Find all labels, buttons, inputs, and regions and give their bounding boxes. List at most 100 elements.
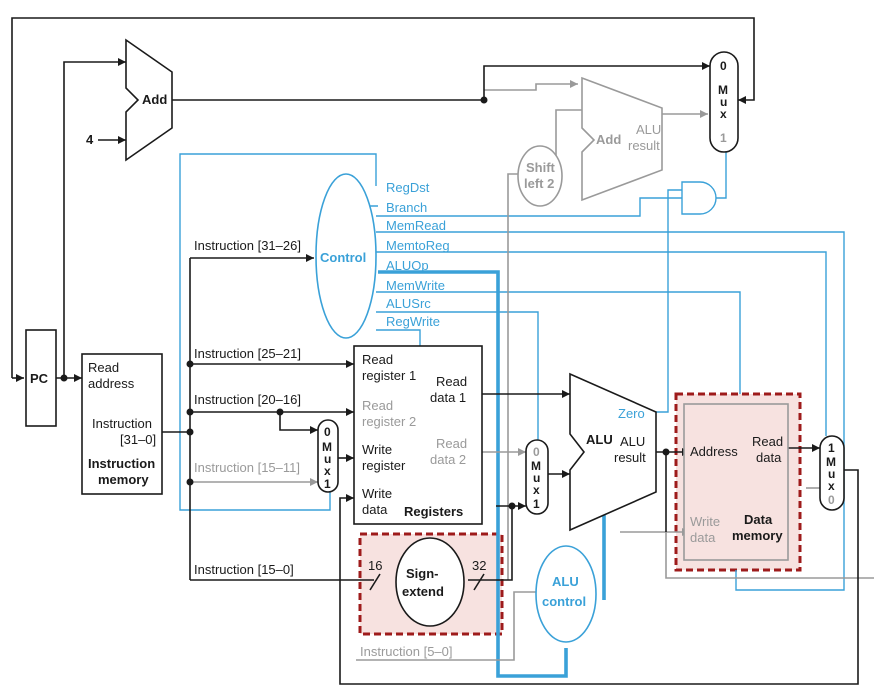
alu-mux-m: M <box>531 459 541 473</box>
dm-write-data-2: data <box>690 530 716 545</box>
branch-adder-alu: ALU <box>636 122 661 137</box>
memtoreg-mux <box>819 435 845 511</box>
reg-read-data2-2: data 2 <box>430 452 466 467</box>
pc-source-mux <box>709 51 739 153</box>
alu-zero: Zero <box>618 406 645 421</box>
branch-adder-label: Add <box>596 132 621 147</box>
branch-adder <box>581 76 663 202</box>
signal-branch: Branch <box>386 200 427 215</box>
field-5-0: Instruction [5–0] <box>360 644 453 659</box>
reg-read-data1-1: Read <box>436 374 467 389</box>
control-signal-labels: RegDst Branch MemRead MemtoReg ALUOp Mem… <box>386 180 450 329</box>
control-wires <box>179 152 845 678</box>
im-read-address-1: Read <box>88 360 119 375</box>
alu-control <box>535 545 597 643</box>
shift-left-2 <box>517 145 563 207</box>
sign-extend <box>395 537 465 627</box>
constant-four: 4 <box>86 132 94 147</box>
wb-mux-m: M <box>826 455 836 469</box>
reg-read-data1-2: data 1 <box>430 390 466 405</box>
bus-slash-in <box>369 573 381 591</box>
regdst-mux-m: M <box>322 440 332 454</box>
reg-read-reg1-1: Read <box>362 352 393 367</box>
regdst-mux-1: 1 <box>324 477 331 491</box>
field-15-11: Instruction [15–11] <box>194 460 300 475</box>
signal-memtoreg: MemtoReg <box>386 238 450 253</box>
wb-mux-x: x <box>828 479 835 493</box>
alu-mux-x: x <box>533 483 540 497</box>
shift-left-2-label: left 2 <box>524 176 554 191</box>
regdst-mux-u: u <box>324 452 331 466</box>
reg-write-reg-1: Write <box>362 442 392 457</box>
data-memory <box>683 403 789 561</box>
reg-read-reg2-2: register 2 <box>362 414 416 429</box>
dm-write-data-1: Write <box>690 514 720 529</box>
pc-mux-m: M <box>718 83 728 97</box>
im-read-address-2: address <box>88 376 135 391</box>
dm-address: Address <box>690 444 738 459</box>
alu-control-1: ALU <box>552 574 579 589</box>
dm-title-2: memory <box>732 528 783 543</box>
register-file <box>353 345 483 525</box>
alu-mux-u: u <box>533 471 540 485</box>
wb-mux-u: u <box>828 467 835 481</box>
signal-regwrite: RegWrite <box>386 314 440 329</box>
pc-adder-label: Add <box>142 92 167 107</box>
reg-write-data-2: data <box>362 502 388 517</box>
pc-adder <box>125 38 173 162</box>
signal-aluop: ALUOp <box>386 258 429 273</box>
signal-memread: MemRead <box>386 218 446 233</box>
regdst-mux-x: x <box>324 464 331 478</box>
im-instruction-1: Instruction <box>92 416 152 431</box>
pc-mux-1: 1 <box>720 131 727 145</box>
regdst-mux <box>317 419 339 493</box>
dm-title-1: Data <box>744 512 773 527</box>
branch-and-gate <box>681 181 717 215</box>
control-unit <box>315 173 377 339</box>
alu-control-2: control <box>542 594 586 609</box>
field-31-26: Instruction [31–26] <box>194 238 301 253</box>
alu-mux-0: 0 <box>533 445 540 459</box>
reg-read-reg2-1: Read <box>362 398 393 413</box>
bus-slash-out <box>473 573 485 591</box>
alu-src-mux <box>525 439 549 515</box>
alu-label: ALU <box>586 432 613 447</box>
im-title-2: memory <box>98 472 149 487</box>
pc-label: PC <box>30 371 49 386</box>
dm-read-data-2: data <box>756 450 782 465</box>
pc-mux-u: u <box>720 95 727 109</box>
reg-write-reg-2: register <box>362 458 406 473</box>
main-alu <box>569 372 657 532</box>
wb-mux-1: 1 <box>828 441 835 455</box>
field-20-16: Instruction [20–16] <box>194 392 301 407</box>
alu-result-1: ALU <box>620 434 645 449</box>
pc-mux-0: 0 <box>720 59 727 73</box>
alu-result-2: result <box>614 450 646 465</box>
dm-read-data-1: Read <box>752 434 783 449</box>
branch-adder-result: result <box>628 138 660 153</box>
reg-read-data2-1: Read <box>436 436 467 451</box>
reg-read-reg1-2: register 1 <box>362 368 416 383</box>
pc-mux-x: x <box>720 107 727 121</box>
reg-write-data-1: Write <box>362 486 392 501</box>
sign-in-width: 16 <box>368 558 382 573</box>
pc-register <box>25 329 57 427</box>
datapath-wires <box>11 17 859 685</box>
field-25-21: Instruction [25–21] <box>194 346 301 361</box>
control-label: Control <box>320 250 366 265</box>
shift-left-1: Shift <box>526 160 556 175</box>
signal-alusrc: ALUSrc <box>386 296 431 311</box>
sign-out-width: 32 <box>472 558 486 573</box>
sign-extend-1: Sign- <box>406 566 439 581</box>
im-instruction-2: [31–0] <box>120 432 156 447</box>
signal-memwrite: MemWrite <box>386 278 445 293</box>
instruction-memory <box>81 353 163 495</box>
signal-regdst: RegDst <box>386 180 430 195</box>
registers-title: Registers <box>404 504 463 519</box>
sign-extend-2: extend <box>402 584 444 599</box>
field-15-0: Instruction [15–0] <box>194 562 294 577</box>
alu-mux-1: 1 <box>533 497 540 511</box>
wb-mux-0: 0 <box>828 493 835 507</box>
